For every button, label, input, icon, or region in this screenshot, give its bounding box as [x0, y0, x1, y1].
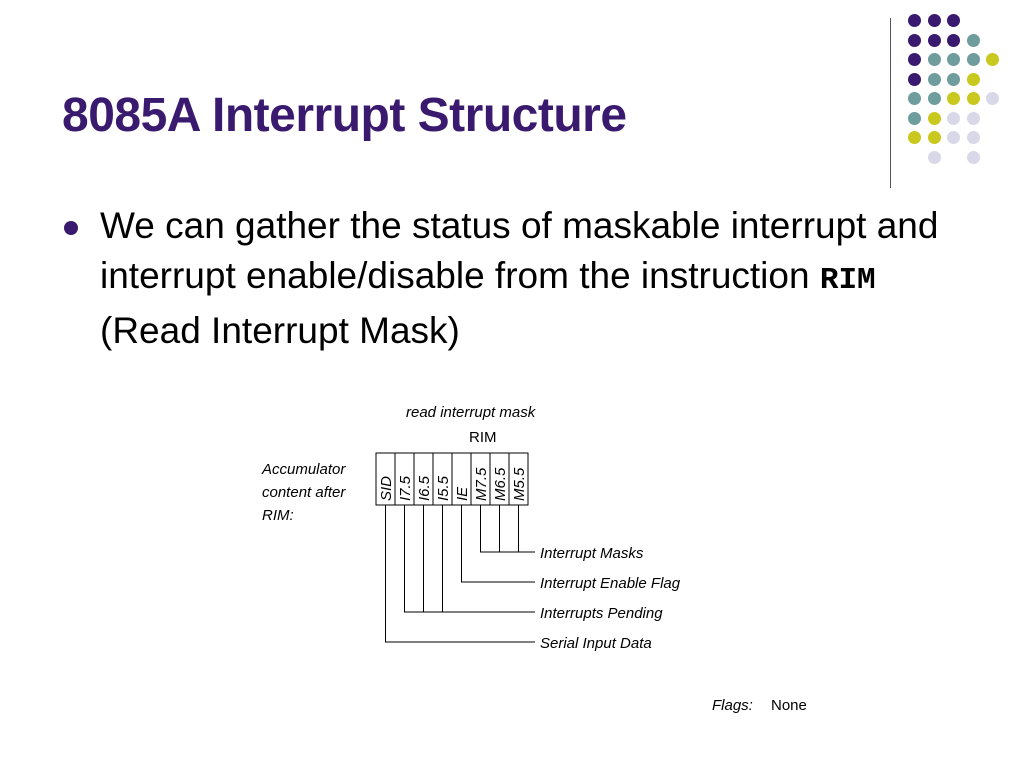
decorative-dot [908, 33, 921, 47]
legend-serial-input-data: Serial Input Data [540, 635, 652, 652]
bullet-text-after: (Read Interrupt Mask) [100, 310, 460, 351]
register-bit-label: I6.5 [416, 475, 433, 501]
decorative-dot [908, 53, 921, 66]
decorative-dot [908, 72, 921, 86]
decorative-dot [927, 53, 941, 66]
accumulator-label-line3: RIM: [262, 507, 294, 524]
decorative-dot [966, 33, 980, 47]
decorative-dot [908, 131, 921, 144]
connector-pending-7-5 [404, 505, 535, 613]
connector-enable [461, 505, 535, 583]
decorative-dot [986, 53, 999, 66]
decorative-dot [908, 111, 921, 125]
legend-interrupt-masks: Interrupt Masks [540, 545, 644, 562]
decorative-dot [927, 72, 941, 86]
register-bit-label: I5.5 [435, 475, 452, 501]
title-divider [890, 18, 891, 188]
connector-mask-7-5 [480, 505, 535, 553]
decorative-dot [947, 111, 960, 125]
connector-serial [385, 505, 535, 643]
diagram-mnemonic: RIM [469, 429, 497, 446]
register-bit-label: M5.5 [511, 467, 528, 501]
slide-title: 8085A Interrupt Structure [62, 89, 627, 142]
decorative-dot [927, 131, 941, 144]
decorative-dot [947, 14, 960, 27]
decorative-dot [908, 92, 921, 105]
register-bit-label: SID [378, 476, 395, 501]
decorative-dot-grid [908, 14, 1008, 170]
decorative-dot [947, 92, 960, 105]
diagram-heading: read interrupt mask [406, 404, 537, 421]
register-bit-label: M7.5 [473, 467, 490, 501]
bullet-paragraph: We can gather the status of maskable int… [100, 201, 980, 356]
decorative-dot [966, 72, 980, 86]
decorative-dot [966, 131, 980, 144]
decorative-dot [927, 33, 941, 47]
decorative-dot [947, 33, 960, 47]
decorative-dot [927, 150, 941, 164]
legend-interrupts-pending: Interrupts Pending [540, 605, 663, 622]
flags-label: Flags: [712, 697, 753, 714]
decorative-dot [966, 150, 980, 164]
bullet-icon [64, 221, 78, 235]
accumulator-label-line1: Accumulator [261, 461, 346, 478]
decorative-dot [947, 131, 960, 144]
register-bit-label: M6.5 [492, 467, 509, 501]
decorative-dot [966, 92, 980, 105]
decorative-dot [966, 53, 980, 66]
decorative-dot [966, 111, 980, 125]
register-bit-label: I7.5 [397, 475, 414, 501]
legend-interrupt-enable-flag: Interrupt Enable Flag [540, 575, 681, 592]
decorative-dot [986, 92, 999, 105]
bullet-text-before: We can gather the status of maskable int… [100, 205, 939, 296]
decorative-dot [927, 92, 941, 105]
accumulator-label-line2: content after [262, 484, 346, 501]
decorative-dot [908, 14, 921, 27]
connector-lines [385, 505, 535, 643]
bullet-code-rim: RIM [819, 263, 876, 298]
decorative-dot [927, 14, 941, 27]
register-bit-label: IE [454, 486, 471, 501]
decorative-dot [927, 111, 941, 125]
decorative-dot [947, 72, 960, 86]
decorative-dot [947, 53, 960, 66]
flags-value: None [771, 697, 807, 714]
